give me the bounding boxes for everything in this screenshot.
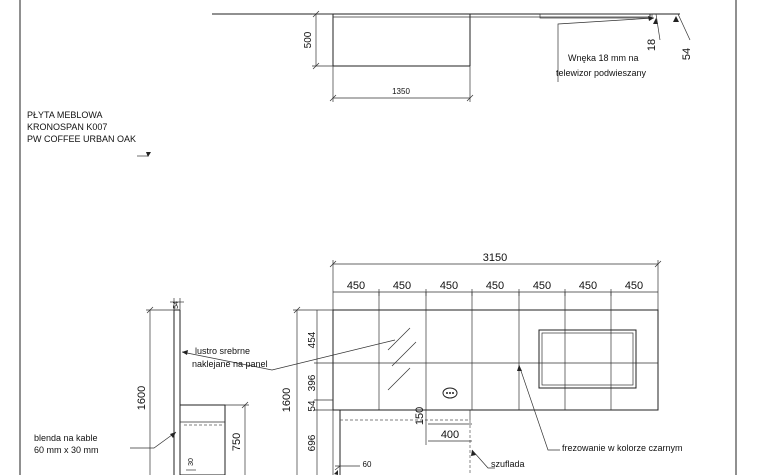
material-line-1: PŁYTA MEBLOWA: [27, 110, 103, 120]
dim-454: 454: [307, 331, 318, 348]
material-line-2: KRONOSPAN K007: [27, 122, 107, 132]
dim-height-1600-left: 1600: [136, 386, 148, 410]
cable-note-line1: blenda na kable: [34, 433, 98, 443]
dim-400: 400: [441, 429, 459, 441]
dim-30: 30: [188, 458, 195, 466]
milling-note: frezowanie w kolorze czarnym: [562, 443, 683, 453]
dim-54-top: 54: [173, 301, 180, 309]
module-width-7: 450: [625, 280, 643, 292]
socket-icon: [442, 387, 458, 399]
dim-depth-500: 500: [303, 31, 314, 48]
module-width-6: 450: [579, 280, 597, 292]
dim-height-1600-right: 1600: [281, 388, 293, 412]
dim-width-1350: 1350: [392, 87, 410, 96]
mirror-note-line2: naklejane na panel: [192, 359, 268, 369]
mirror-panel: [387, 327, 417, 391]
dim-54-side: 54: [307, 400, 318, 412]
dim-750: 750: [231, 433, 243, 451]
material-note: PŁYTA MEBLOWA KRONOSPAN K007 PW COFFEE U…: [27, 110, 151, 157]
front-view: 3150 450 450 450 450 450 450 450: [281, 252, 683, 475]
dim-696: 696: [307, 434, 318, 451]
module-width-1: 450: [347, 280, 365, 292]
dim-18: 18: [646, 39, 658, 51]
niche-note-line2: telewizor podwieszany: [556, 68, 647, 78]
top-view: 500 1350 Wnęka 18 mm na telewizor podwie…: [212, 10, 693, 102]
dim-396: 396: [307, 374, 318, 391]
module-width-4: 450: [486, 280, 504, 292]
material-line-3: PW COFFEE URBAN OAK: [27, 134, 136, 144]
module-width-2: 450: [393, 280, 411, 292]
wall-panel: [332, 309, 659, 411]
dim-total-width-3150: 3150: [483, 252, 507, 264]
module-width-3: 450: [440, 280, 458, 292]
side-cabinet: [179, 404, 226, 475]
niche-note-line1: Wnęka 18 mm na: [568, 53, 639, 63]
tv-frame: [538, 329, 637, 389]
module-width-5: 450: [533, 280, 551, 292]
side-view: 54 1600 750 30 lustro srebrne naklejane …: [34, 298, 396, 475]
cable-note-line2: 60 mm x 30 mm: [34, 445, 99, 455]
dim-54-top-view: 54: [681, 48, 693, 60]
dim-150: 150: [414, 407, 426, 425]
mirror-note-line1: lustro srebrne: [195, 346, 250, 356]
dim-60: 60: [363, 460, 372, 469]
drawer-note: szuflada: [491, 459, 525, 469]
